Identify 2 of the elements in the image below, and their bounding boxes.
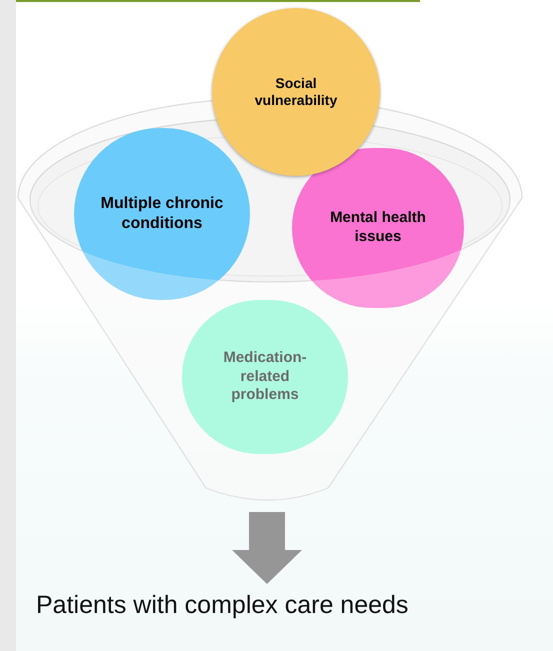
down-arrow	[232, 512, 302, 584]
result-text: Patients with complex care needs	[36, 590, 408, 622]
